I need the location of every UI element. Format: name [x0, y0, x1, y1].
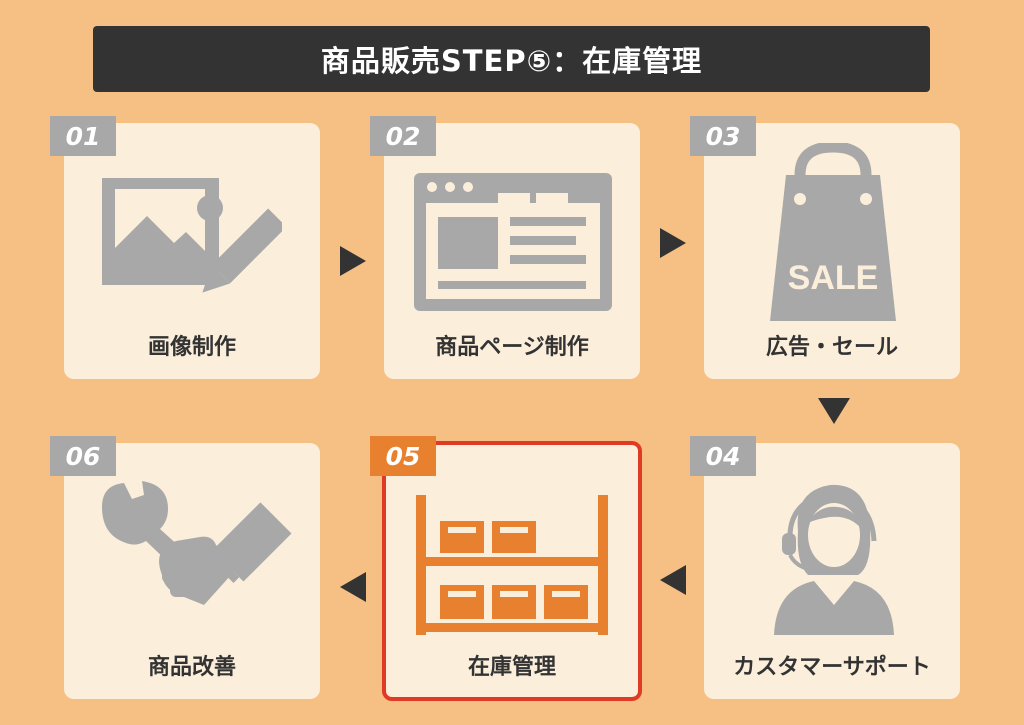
step-number-02: 02	[370, 116, 436, 156]
arrow-right-icon	[660, 228, 686, 258]
step-card-01: 画像制作	[64, 123, 320, 379]
arrow-left-icon	[660, 565, 686, 595]
page-title: 商品販売STEP⑤：在庫管理	[93, 26, 930, 92]
step-card-06: 商品改善	[64, 443, 320, 699]
step-number-05: 05	[370, 436, 436, 476]
support-operator-icon	[774, 484, 894, 635]
arrow-left-icon	[340, 572, 366, 602]
step-label-03: 広告・セール	[765, 335, 898, 360]
step-label-06: 商品改善	[147, 655, 236, 680]
step-number-03: 03	[690, 116, 756, 156]
step-number-06: 06	[50, 436, 116, 476]
step-card-03: SALE 広告・セール	[704, 123, 960, 379]
arrow-right-icon	[340, 246, 366, 276]
browser-page-icon	[414, 173, 612, 311]
step-label-04: カスタマーサポート	[733, 655, 931, 680]
step-number-01: 01	[50, 116, 116, 156]
step-card-04: カスタマーサポート	[704, 443, 960, 699]
step-label-05: 在庫管理	[467, 655, 556, 680]
sale-bag-icon: SALE	[770, 143, 896, 321]
image-edit-icon	[102, 178, 282, 293]
step-card-02: 商品ページ制作	[384, 123, 640, 379]
wrench-hand-icon	[102, 481, 292, 605]
step-card-05: 在庫管理	[382, 441, 642, 701]
sale-text: SALE	[788, 259, 879, 297]
step-label-02: 商品ページ制作	[435, 335, 589, 360]
inventory-shelf-icon	[416, 495, 608, 635]
arrow-down-icon	[818, 398, 850, 424]
step-number-04: 04	[690, 436, 756, 476]
step-label-01: 画像制作	[147, 335, 236, 360]
